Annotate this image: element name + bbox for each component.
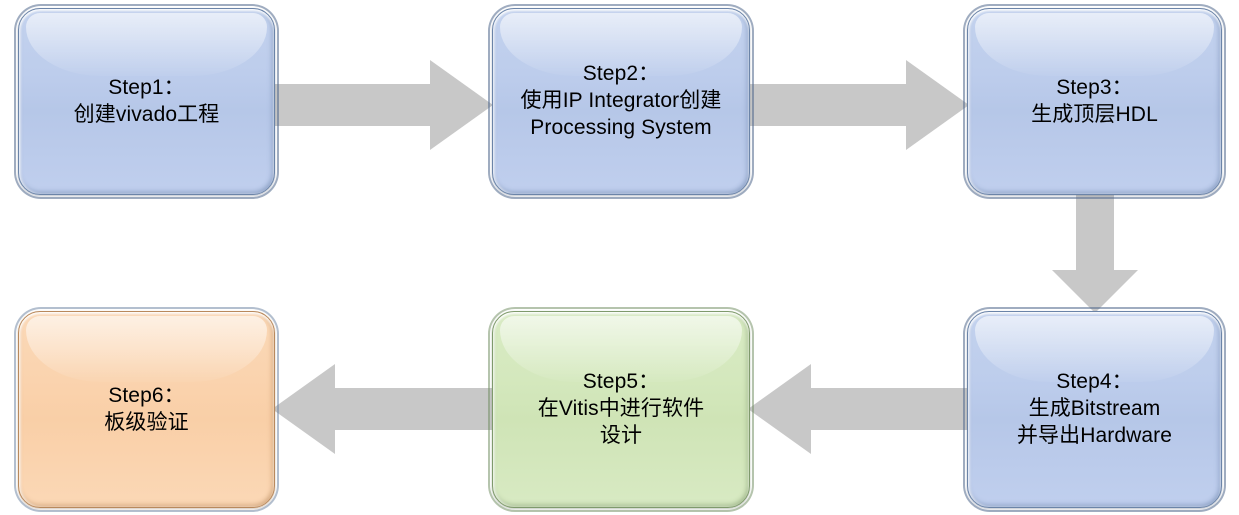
node-step4-label: Step4： 生成Bitstream 并导出Hardware [1016,370,1173,447]
node-step6-label: Step6： 板级验证 [104,383,189,434]
arrow-step1-step2 [272,58,494,152]
node-step2-label: Step2： 使用IP Integrator创建 Processing Syst… [520,62,722,139]
node-step5-label: Step5： 在Vitis中进行软件 设计 [537,370,705,447]
arrow-step5-step6 [272,362,494,456]
node-step3[interactable]: Step3： 生成顶层HDL [967,8,1222,195]
arrow-down-shape [1052,194,1138,313]
arrow-left-shape [748,364,969,454]
arrow-left-shape [272,364,493,454]
node-step1[interactable]: Step1： 创建vivado工程 [18,8,275,195]
node-step5[interactable]: Step5： 在Vitis中进行软件 设计 [492,311,750,508]
node-step1-label: Step1： 创建vivado工程 [73,75,220,126]
node-step4[interactable]: Step4： 生成Bitstream 并导出Hardware [967,311,1222,508]
arrow-step2-step3 [748,58,970,152]
arrow-step3-step4 [1050,194,1140,314]
arrow-right-shape [748,60,969,150]
node-step3-label: Step3： 生成顶层HDL [1031,75,1158,126]
arrow-right-shape [272,60,493,150]
node-step6[interactable]: Step6： 板级验证 [18,311,275,508]
arrow-step4-step5 [748,362,970,456]
node-step2[interactable]: Step2： 使用IP Integrator创建 Processing Syst… [492,8,750,195]
